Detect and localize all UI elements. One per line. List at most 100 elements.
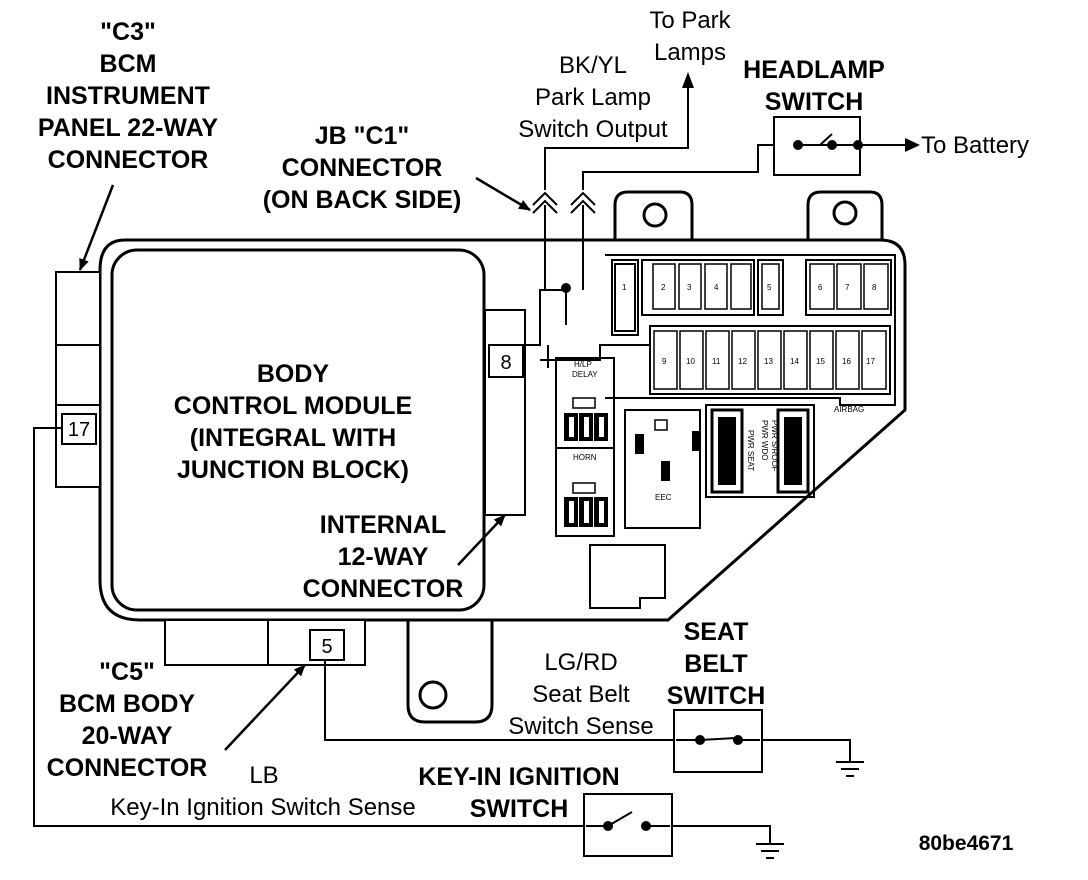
jb-label-line: CONNECTOR	[282, 154, 443, 182]
c5-label-line: CONNECTOR	[47, 754, 208, 782]
bkyl-label-line: BK/YL	[559, 52, 627, 79]
headlamp-label-line: SWITCH	[765, 88, 864, 116]
fuse-number: 10	[686, 357, 695, 366]
fuse-number: 8	[872, 283, 877, 292]
internal-connector-body	[484, 309, 526, 516]
fuse-number: 2	[661, 283, 666, 292]
lgrd-label-line: Switch Sense	[508, 713, 653, 740]
lgrd-label-line: LG/RD	[544, 649, 617, 676]
bcm-label: BODY CONTROL MODULE (INTEGRAL WITH JUNCT…	[174, 360, 412, 484]
airbag-label: AIRBAG	[834, 405, 864, 414]
small-connector	[589, 544, 666, 609]
horn-label: HORN	[573, 453, 597, 462]
c5-connector-label: "C5" BCM BODY 20-WAY CONNECTOR	[47, 658, 208, 782]
internal-label-line: 12-WAY	[338, 543, 429, 571]
fuse-numbers: 1 2 3 4 5 6 7 8 9 10 11 12 13 14 15 16 1…	[622, 283, 877, 366]
fuse-number: 17	[866, 357, 875, 366]
seat-belt-switch-label: SEAT BELT SWITCH	[667, 618, 766, 710]
jb-c1-label: JB "C1" CONNECTOR (ON BACK SIDE)	[263, 122, 462, 214]
internal-label-line: INTERNAL	[320, 511, 446, 539]
seat-label-line: SEAT	[684, 618, 749, 646]
to-battery-label: To Battery	[921, 132, 1029, 159]
eec-label: EEC	[655, 493, 672, 502]
junction-block-outline	[98, 190, 907, 724]
headlamp-switch	[773, 116, 863, 176]
wires	[33, 78, 905, 844]
fuse-number: 13	[764, 357, 773, 366]
fuse-slots	[652, 263, 889, 390]
pin-8-box: 8	[488, 344, 524, 378]
park-label-line: Lamps	[654, 39, 726, 66]
c3-label-line: PANEL 22-WAY	[38, 114, 218, 142]
jb-c1-chevrons	[532, 191, 596, 214]
c3-label-line: "C3"	[100, 18, 156, 46]
fuse-number: 3	[687, 283, 692, 292]
bcm-module	[110, 248, 486, 612]
fuse-number: 15	[816, 357, 825, 366]
lb-wire-label: LB	[249, 762, 278, 789]
key-in-ignition-switch	[583, 793, 673, 857]
c5-label-line: BCM BODY	[59, 690, 195, 718]
ground-icon	[836, 761, 864, 777]
jb-label-line: (ON BACK SIDE)	[263, 186, 462, 214]
internal-label-line: CONNECTOR	[303, 575, 464, 603]
bcm-label-line: JUNCTION BLOCK)	[177, 456, 409, 484]
eec-relay	[624, 409, 701, 529]
bcm-label-line: (INTEGRAL WITH	[190, 424, 396, 452]
park-lamps-label: To Park Lamps	[649, 7, 731, 66]
seat-belt-switch	[673, 709, 763, 773]
key-in-sense-label: Key-In Ignition Switch Sense	[110, 794, 416, 821]
seat-label-line: BELT	[684, 650, 747, 678]
fuse-number: 14	[790, 357, 799, 366]
hlp-delay-label: DELAY	[572, 370, 598, 379]
hlp-delay-relay	[555, 357, 615, 449]
c5-label-line: "C5"	[99, 658, 155, 686]
fuse-block	[540, 254, 896, 406]
headlamp-switch-label: HEADLAMP SWITCH	[743, 56, 885, 116]
pin-5-box: 5	[309, 629, 345, 661]
pwr-seat-label: PWR SEAT	[746, 430, 755, 471]
horn-relay	[555, 447, 615, 537]
pwr-relays	[705, 404, 815, 498]
key-in-switch-label: KEY-IN IGNITION SWITCH	[418, 763, 619, 823]
pin-17-box: 17	[61, 413, 97, 445]
pin-5-label: 5	[321, 636, 332, 658]
fuse-number: 16	[842, 357, 851, 366]
lgrd-label-line: Seat Belt	[532, 681, 630, 708]
hlp-delay-label: H/LP	[574, 360, 592, 369]
seat-label-line: SWITCH	[667, 682, 766, 710]
key-in-label-line: SWITCH	[470, 795, 569, 823]
bkyl-label-line: Switch Output	[518, 116, 668, 143]
fuse-number: 5	[767, 283, 772, 292]
figure-id: 80be4671	[919, 832, 1014, 855]
jb-label-line: JB "C1"	[315, 122, 410, 150]
c3-label-line: INSTRUMENT	[46, 82, 210, 110]
fuse-number: 1	[622, 283, 627, 292]
fuse-number: 7	[845, 283, 850, 292]
c3-label-line: CONNECTOR	[48, 146, 209, 174]
bkyl-wire-label: BK/YL Park Lamp Switch Output	[518, 52, 668, 143]
lgrd-wire-label: LG/RD Seat Belt Switch Sense	[508, 649, 653, 740]
bcm-label-line: CONTROL MODULE	[174, 392, 412, 420]
battery-arrow	[905, 138, 920, 152]
internal-connector-label: INTERNAL 12-WAY CONNECTOR	[303, 511, 464, 603]
pwr-wdo-label: PWR WDO	[760, 420, 769, 460]
c3-connector-label: "C3" BCM INSTRUMENT PANEL 22-WAY CONNECT…	[38, 18, 218, 174]
pin-8-label: 8	[500, 352, 511, 374]
leader-arrows	[78, 176, 531, 751]
pin-17-label: 17	[68, 419, 90, 441]
park-lamp-arrow	[682, 72, 694, 88]
fuse-number: 6	[818, 283, 823, 292]
fuse-number: 12	[738, 357, 747, 366]
fuse-number: 4	[714, 283, 719, 292]
bkyl-label-line: Park Lamp	[535, 84, 651, 111]
pwr-sroof-label: PWR S/ROOF	[770, 420, 779, 472]
fuse-number: 11	[712, 357, 721, 366]
splice-dot	[561, 283, 571, 293]
bcm-label-line: BODY	[257, 360, 330, 388]
c5-label-line: 20-WAY	[82, 722, 173, 750]
ground-icon	[756, 843, 784, 859]
park-label-line: To Park	[649, 7, 731, 34]
c3-connector-body	[55, 271, 101, 488]
